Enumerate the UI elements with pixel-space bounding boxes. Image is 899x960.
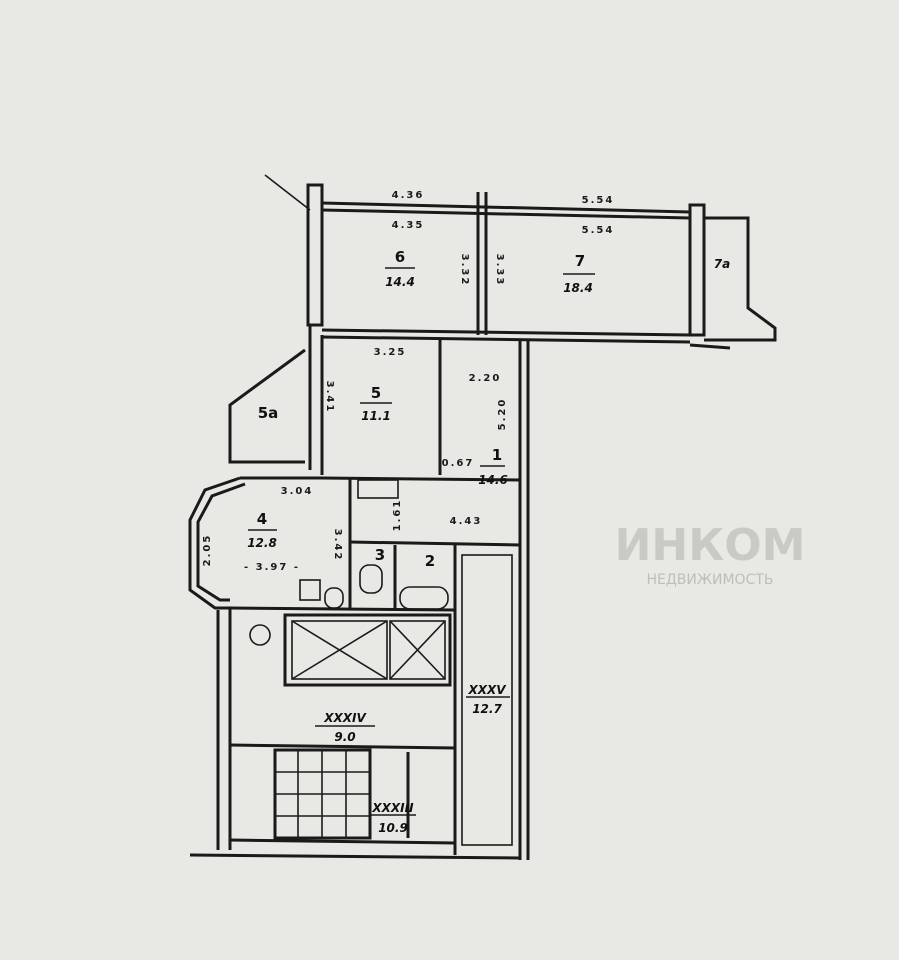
room-5a-number: 5a [258, 404, 279, 422]
dimension-labels: 4.36 5.54 4.35 5.54 3.32 3.33 3.25 3.41 … [202, 190, 615, 573]
dim-label: 4.43 [450, 516, 483, 527]
room-xxxiii-number: XXXIII [371, 801, 414, 815]
room-6-area: 14.4 [385, 275, 415, 289]
room-1-area: 14.6 [478, 473, 508, 487]
dim-label: 0.67 [442, 458, 475, 469]
room-4-area: 12.8 [247, 536, 277, 550]
dim-label: 3.33 [494, 254, 505, 287]
room-7-area: 18.4 [563, 281, 593, 295]
dim-label: 3.25 [374, 347, 407, 358]
room-7-number: 7 [575, 252, 585, 270]
room-1-number: 1 [492, 446, 502, 464]
dim-label: 1.61 [392, 499, 403, 532]
dim-label: 2.05 [202, 534, 213, 567]
watermark-brand: ИНКОМ [615, 520, 806, 571]
dim-label: 5.20 [497, 398, 508, 431]
room-xxxiv-area: 9.0 [334, 730, 355, 744]
walls [188, 174, 777, 860]
dim-label: - 3.97 - [244, 562, 300, 573]
watermark-subtitle: НЕДВИЖИМОСТЬ [647, 572, 774, 588]
dim-label: 4.36 [392, 190, 425, 201]
room-5-number: 5 [371, 384, 381, 402]
room-6-number: 6 [395, 248, 405, 266]
dim-label: 2.20 [469, 373, 502, 384]
dim-label: 3.41 [324, 381, 335, 414]
dim-label: 3.42 [332, 529, 343, 562]
room-xxxiv-number: XXXIV [323, 711, 367, 725]
room-3-number: 3 [375, 546, 385, 564]
room-labels: 6 14.4 7 18.4 7a 5 11.1 5a 1 14.6 4 12.8… [247, 248, 730, 835]
room-7a-number: 7a [714, 257, 730, 271]
room-xxxv-number: XXXV [467, 683, 507, 697]
room-xxxiii-area: 10.9 [378, 821, 408, 835]
dim-label: 5.54 [582, 225, 615, 236]
watermark: ИНКОМ НЕДВИЖИМОСТЬ [615, 520, 806, 588]
room-4-number: 4 [257, 510, 267, 528]
room-xxxv-area: 12.7 [472, 702, 502, 716]
dim-label: 5.54 [582, 195, 615, 206]
dim-label: 4.35 [392, 220, 425, 231]
dim-label: 3.32 [459, 254, 470, 287]
room-2-number: 2 [425, 552, 435, 570]
dim-label: 3.04 [281, 486, 314, 497]
room-5-area: 11.1 [361, 409, 391, 423]
stairs [273, 748, 372, 840]
